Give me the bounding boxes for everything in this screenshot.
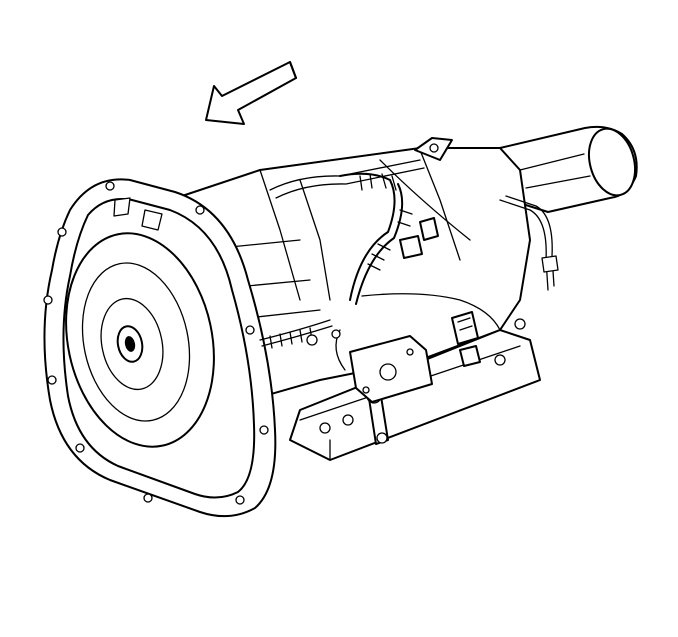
direction-arrow-icon [205, 61, 297, 125]
cooler-lines [269, 159, 559, 291]
case-fittings [306, 318, 526, 434]
wiring-harness [259, 172, 501, 371]
extension-housing [499, 125, 638, 213]
electrical-connector [399, 217, 481, 367]
range-switch [349, 335, 433, 403]
torque-converter [65, 232, 215, 448]
mounting-bracket [414, 137, 453, 161]
